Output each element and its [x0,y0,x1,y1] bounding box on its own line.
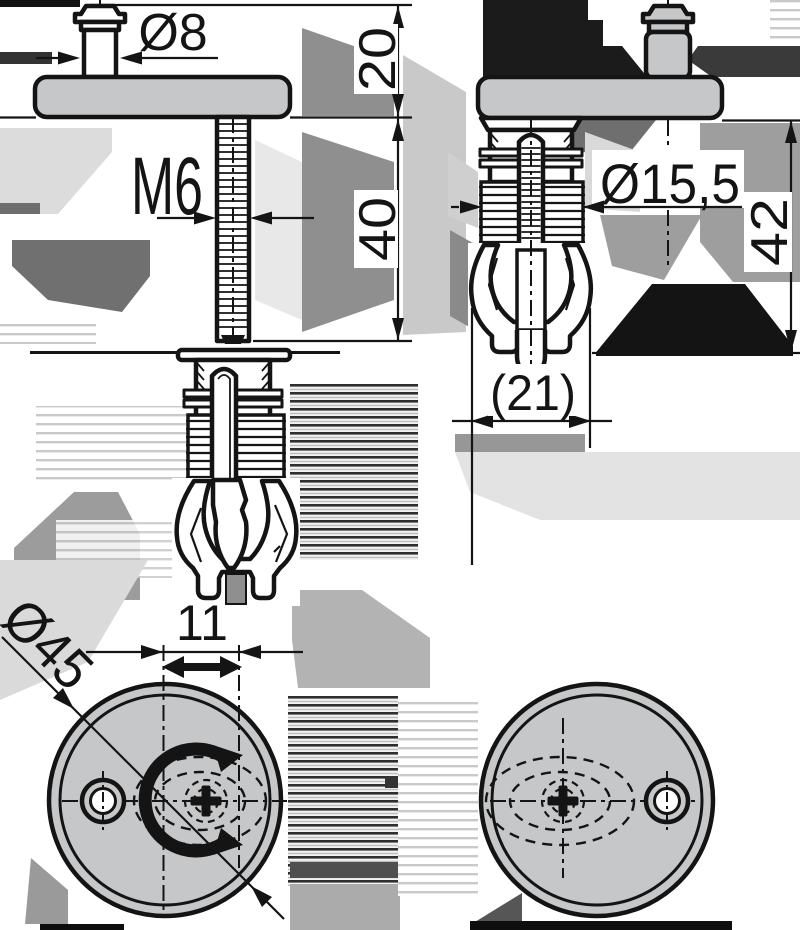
dim-anchor-diameter: Ø15,5 [600,152,740,215]
dim-head-height: 20 [349,27,407,91]
anchor-spread-legs [174,478,299,601]
diameter-line-45 [73,708,252,887]
cap-inner-circle [58,693,272,907]
dim-head-diameter: Ø8 [138,4,207,62]
bolt-head [72,3,128,25]
lateral-adjustment-arrow-icon [162,656,242,678]
anchor-center-tongue [210,477,249,571]
phillips-screw-cross [190,785,222,817]
exploded-side-view [30,0,340,606]
bolt-shank [81,27,119,80]
slot-range-ellipse-inner-right [508,770,612,832]
phillips-screw-cross-right [547,785,579,817]
dim-screw-length: 40 [349,197,407,261]
slot-range-ellipse-outer-right [484,755,636,847]
cap-outer-circle-right [478,681,716,919]
pin-tip-shadow [225,573,247,605]
top-view-left: Ø45 11 [0,586,303,920]
bolt-head-right [640,3,696,25]
dim-thread-size: M6 [131,141,203,232]
anchor-spread-legs-right [468,242,594,355]
dim-lateral-travel: 11 [176,595,228,651]
installed-side-view [468,0,725,383]
slot-range-ellipse-inner [153,770,247,832]
bolt-shank-right [643,29,693,81]
anchor-ribs-right [234,413,286,487]
dim-spread-width: (21) [490,365,576,421]
expansion-anchor-free [172,347,300,606]
cover-cap-side [32,74,293,120]
top-view-right [478,681,716,919]
dim-installed-depth: 42 [741,198,799,266]
rotation-arrow-icon [138,742,243,858]
dimensions-left: 20 40 Ø8 M6 [0,3,412,343]
expansion-anchor-installed [468,115,596,383]
dimensions-right: 42 Ø15,5 (21) [451,119,800,565]
expander-pin-slot [209,366,239,495]
cover-cap-side-right [475,74,725,121]
